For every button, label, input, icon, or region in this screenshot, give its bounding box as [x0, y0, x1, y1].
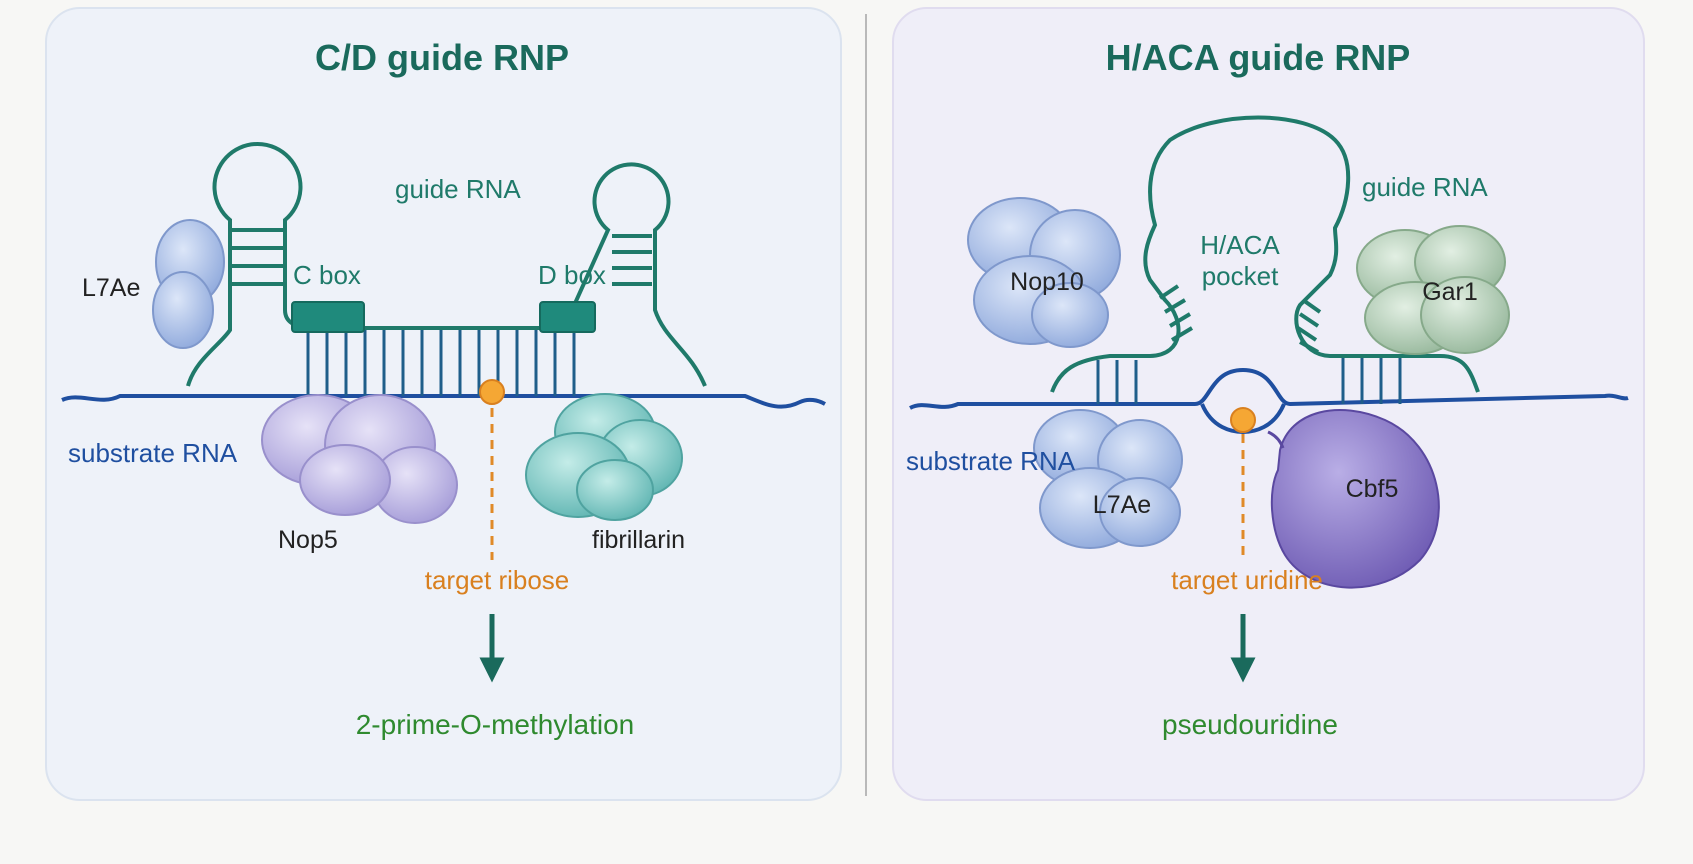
cd-c-box: [291, 301, 365, 333]
cd-product-label: 2-prime-O-methylation: [356, 709, 635, 740]
haca-cbf5-tail: [1267, 430, 1285, 449]
cd-base-pairs: [306, 330, 576, 396]
cd-fibrillarin-label: fibrillarin: [592, 526, 685, 554]
haca-title: H/ACA guide RNP: [1106, 37, 1411, 78]
cd-target-label: target ribose: [425, 565, 570, 595]
cd-right-hairpin-rungs: [612, 234, 652, 286]
haca-left-stem-rungs: [1158, 284, 1194, 342]
haca-cbf5-protein: [1270, 409, 1440, 589]
haca-pocket-line2: pocket: [1202, 261, 1279, 291]
haca-target-label: target uridine: [1171, 565, 1323, 595]
haca-nop10-label: Nop10: [1010, 268, 1084, 296]
haca-l7ae-protein: [1033, 409, 1183, 549]
haca-gar1-protein: [1356, 225, 1510, 355]
haca-pocket-line1: H/ACA: [1200, 230, 1280, 260]
haca-gar1-label: Gar1: [1422, 278, 1478, 306]
cd-fibrillarin-protein: [525, 393, 683, 521]
cd-l7ae-label: L7Ae: [82, 274, 140, 302]
cd-guide-rna-label: guide RNA: [395, 174, 521, 204]
cd-d-box-label: D box: [538, 260, 606, 290]
haca-product-label: pseudouridine: [1162, 709, 1338, 740]
haca-base-pairs: [1096, 358, 1402, 404]
cd-title: C/D guide RNP: [315, 37, 569, 78]
cd-d-box: [539, 301, 596, 333]
cd-target-ribose-marker: [479, 379, 505, 405]
haca-panel: [892, 7, 1645, 801]
cd-left-hairpin-rungs: [232, 228, 283, 286]
cd-substrate-rna-label: substrate RNA: [68, 438, 238, 468]
cd-panel: [45, 7, 842, 801]
haca-nop10-protein: [967, 197, 1121, 348]
haca-guide-rna-label: guide RNA: [1362, 172, 1488, 202]
cd-nop5-protein: [261, 394, 458, 524]
cd-l7ae-protein: [152, 219, 225, 349]
haca-cbf5-label: Cbf5: [1346, 475, 1399, 503]
cd-c-box-label: C box: [293, 260, 361, 290]
haca-substrate-rna-label: substrate RNA: [906, 446, 1076, 476]
haca-guide-rna: [1050, 115, 1480, 393]
cd-substrate-rna-strand: [61, 394, 826, 409]
cd-nop5-label: Nop5: [278, 526, 338, 554]
haca-target-uridine-marker: [1230, 407, 1256, 433]
haca-substrate-rna-strand: [909, 367, 1629, 410]
haca-l7ae-label: L7Ae: [1093, 491, 1151, 519]
haca-right-stem-rungs: [1296, 298, 1322, 354]
